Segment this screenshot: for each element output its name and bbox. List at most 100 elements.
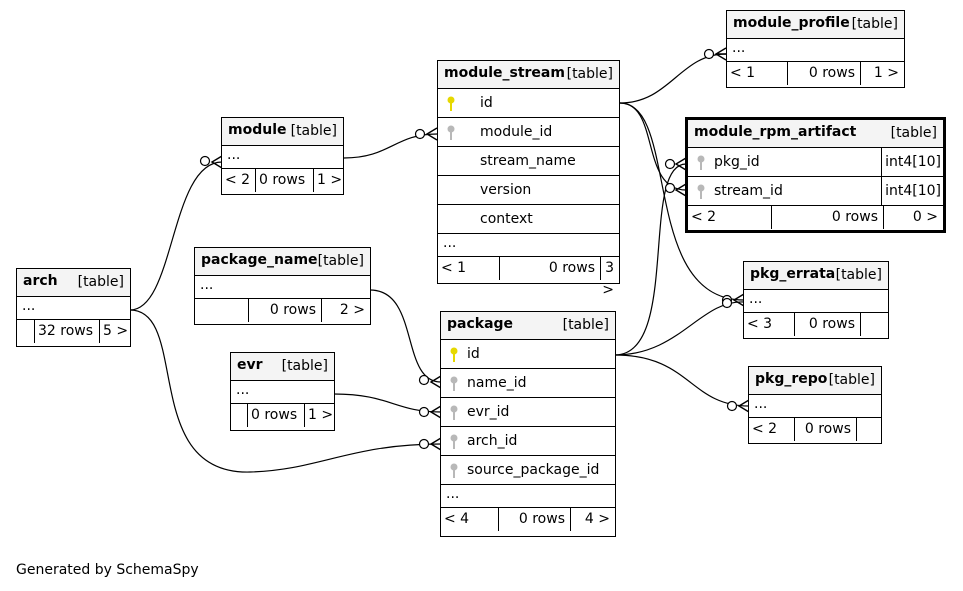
column-name: module_id (480, 124, 553, 140)
column-name: version (480, 182, 532, 198)
table-name: module_stream (444, 65, 565, 81)
ellipsis-text: ... (227, 147, 241, 163)
table-name: arch (23, 273, 58, 289)
table-header: package [table] (441, 312, 615, 340)
row-count: 0 rows (499, 508, 571, 531)
column-name: context (480, 211, 533, 227)
column-name: pkg_id (714, 154, 760, 170)
parents-count: < 2 (749, 418, 795, 441)
edge-stream-errata (619, 102, 745, 301)
column-row: version (438, 176, 619, 205)
column-row: arch_id (441, 427, 615, 456)
table-module-profile[interactable]: module_profile [table] ... < 1 0 rows 1 … (726, 10, 905, 88)
crowfoot (429, 437, 442, 451)
columns-ellipsis: ... (17, 297, 130, 320)
table-footer: < 2 0 rows (749, 418, 881, 441)
column-type: int4[10] (881, 177, 941, 206)
table-pkg-errata[interactable]: pkg_errata [table] ... < 3 0 rows (743, 261, 889, 339)
column-name: id (467, 346, 480, 362)
edge-end-circle (418, 438, 430, 450)
row-count: 0 rows (500, 257, 601, 280)
column-row: pkg_id int4[10] (688, 148, 943, 177)
table-type: [table] (562, 317, 609, 333)
children-count (857, 418, 881, 441)
children-count: 3 > (602, 260, 614, 298)
column-name: stream_name (480, 153, 576, 169)
row-count: 0 rows (772, 206, 884, 229)
table-footer: < 1 0 rows 1 > (727, 62, 904, 85)
columns-ellipsis: ... (749, 395, 881, 418)
column-type: int4[10] (881, 148, 941, 177)
crowfoot (210, 155, 223, 169)
table-footer: 0 rows 2 > (195, 299, 370, 322)
parents-count (231, 404, 248, 427)
table-name: package_name (201, 252, 318, 268)
table-type: [table] (317, 253, 364, 269)
table-module-stream[interactable]: module_stream [table] id module_id strea… (437, 60, 620, 298)
foreign-key-icon (697, 155, 705, 170)
foreign-key-icon (450, 463, 458, 478)
table-header: package_name [table] (195, 248, 370, 276)
children-count: 0 > (912, 209, 938, 225)
table-header: module_profile [table] (727, 11, 904, 39)
table-footer: < 2 0 rows 0 > (688, 206, 943, 229)
ellipsis-text: ... (749, 291, 763, 307)
ellipsis-text: ... (732, 40, 746, 56)
column-name: arch_id (467, 433, 518, 449)
children-count: 1 > (317, 172, 343, 188)
table-module[interactable]: module [table] ... < 2 0 rows 1 > (221, 117, 344, 195)
table-footer: < 3 0 rows (744, 313, 888, 336)
parents-count: < 1 (438, 257, 500, 280)
table-header: module [table] (222, 118, 343, 146)
row-count: 0 rows (795, 313, 861, 336)
table-type: [table] (828, 372, 875, 388)
parents-count: < 2 (688, 206, 772, 229)
table-name: module_profile (733, 15, 850, 31)
edge-end-circle (726, 400, 738, 412)
table-evr[interactable]: evr [table] ... 0 rows 1 > (230, 352, 335, 431)
crowfoot (674, 183, 687, 197)
parents-count: < 4 (441, 508, 499, 531)
crowfoot (674, 157, 687, 171)
edge-end-circle (664, 182, 676, 194)
column-row: stream_name (438, 147, 619, 176)
columns-ellipsis: ... (222, 146, 343, 169)
primary-key-icon (447, 96, 455, 111)
column-row: id (441, 340, 615, 369)
ellipsis-text: ... (22, 298, 36, 314)
table-module-rpm-artifact[interactable]: module_rpm_artifact [table] pkg_id int4[… (685, 117, 946, 233)
table-package-name[interactable]: package_name [table] ... 0 rows 2 > (194, 247, 371, 325)
children-count (861, 313, 888, 336)
table-header: evr [table] (231, 353, 334, 381)
row-count: 0 rows (249, 299, 322, 322)
edge-end-circle (418, 374, 430, 386)
column-row: evr_id (441, 398, 615, 427)
foreign-key-icon (447, 125, 455, 140)
table-type: [table] (290, 123, 337, 139)
crowfoot (429, 375, 442, 389)
row-count: 0 rows (795, 418, 857, 441)
table-type: [table] (890, 125, 937, 141)
table-header: pkg_errata [table] (744, 262, 888, 290)
edge-end-circle (199, 155, 211, 167)
edge-end-circle (664, 158, 676, 170)
columns-ellipsis: ... (195, 276, 370, 299)
column-name: evr_id (467, 404, 510, 420)
table-pkg-repo[interactable]: pkg_repo [table] ... < 2 0 rows (748, 366, 882, 444)
column-row: source_package_id (441, 456, 615, 485)
edge-end-circle (721, 297, 733, 309)
table-type: [table] (281, 358, 328, 374)
column-name: id (480, 95, 493, 111)
table-arch[interactable]: arch [table] ... 32 rows 5 > (16, 268, 131, 347)
edge-end-circle (414, 128, 426, 140)
crowfoot (737, 399, 750, 413)
table-name: package (447, 316, 514, 332)
edge-arch-package (129, 309, 442, 473)
children-count: 4 > (584, 511, 610, 527)
column-row: context (438, 205, 619, 234)
table-header: arch [table] (17, 269, 130, 297)
columns-ellipsis: ... (744, 290, 888, 313)
table-package[interactable]: package [table] id name_id evr_id arch_i… (440, 311, 616, 537)
crowfoot (714, 47, 727, 61)
edge-package-name-package (369, 289, 442, 383)
